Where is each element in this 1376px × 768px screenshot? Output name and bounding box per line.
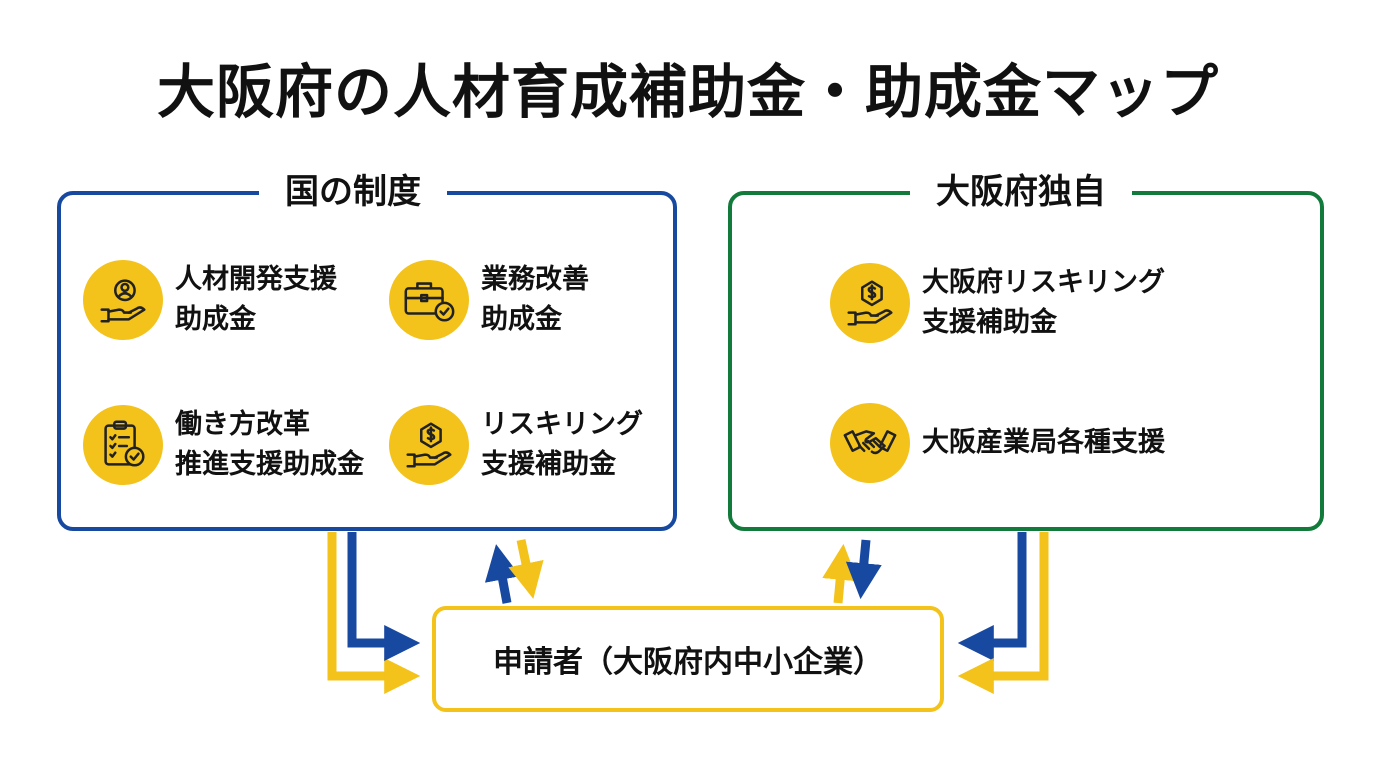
osaka-item-label: 大阪府リスキリング 支援補助金 [922, 267, 1165, 338]
osaka-item-label: 大阪産業局各種支援 [922, 427, 1165, 458]
briefcase-check-icon [389, 260, 469, 340]
arrow-up-yellow-right [822, 543, 859, 604]
clipboard-check-icon [83, 405, 163, 485]
applicant-box: 申請者（大阪府内中小企業） [432, 606, 944, 712]
osaka-panel-label: 大阪府独自 [910, 169, 1132, 215]
national-item: 働き方改革 推進支援助成金 [83, 405, 364, 485]
hand-coin-icon [389, 405, 469, 485]
arrow-national-yellow [327, 532, 421, 694]
arrow-osaka-yellow [957, 532, 1049, 694]
national-item: 業務改善 助成金 [389, 260, 589, 340]
arrow-down-blue-right [845, 539, 882, 600]
page-title: 大阪府の人材育成補助金・助成金マップ [156, 58, 1219, 126]
national-item-label: リスキリング 支援補助金 [481, 409, 643, 480]
arrow-down-yellow-left [508, 539, 544, 599]
osaka-item: 大阪府リスキリング 支援補助金 [830, 263, 1165, 343]
national-item-label: 働き方改革 推進支援助成金 [175, 409, 364, 480]
arrow-national-blue [347, 532, 421, 661]
national-item-label: 業務改善 助成金 [481, 264, 589, 335]
arrow-up-blue-left [484, 544, 521, 604]
arrow-osaka-blue [957, 532, 1027, 661]
national-item: 人材開発支援 助成金 [83, 260, 337, 340]
national-panel-label: 国の制度 [259, 169, 447, 215]
hand-coin-icon [830, 263, 910, 343]
osaka-item: 大阪産業局各種支援 [830, 403, 1165, 483]
osaka-panel: 大阪府独自 大阪府リスキリング 支援補助金 大阪産業局各種支援 [728, 169, 1324, 531]
national-item-label: 人材開発支援 助成金 [175, 264, 337, 335]
national-item: リスキリング 支援補助金 [389, 405, 643, 485]
handshake-icon [830, 403, 910, 483]
national-panel: 国の制度 人材開発支援 助成金 業務改善 助成金 [57, 169, 677, 531]
hand-person-icon [83, 260, 163, 340]
